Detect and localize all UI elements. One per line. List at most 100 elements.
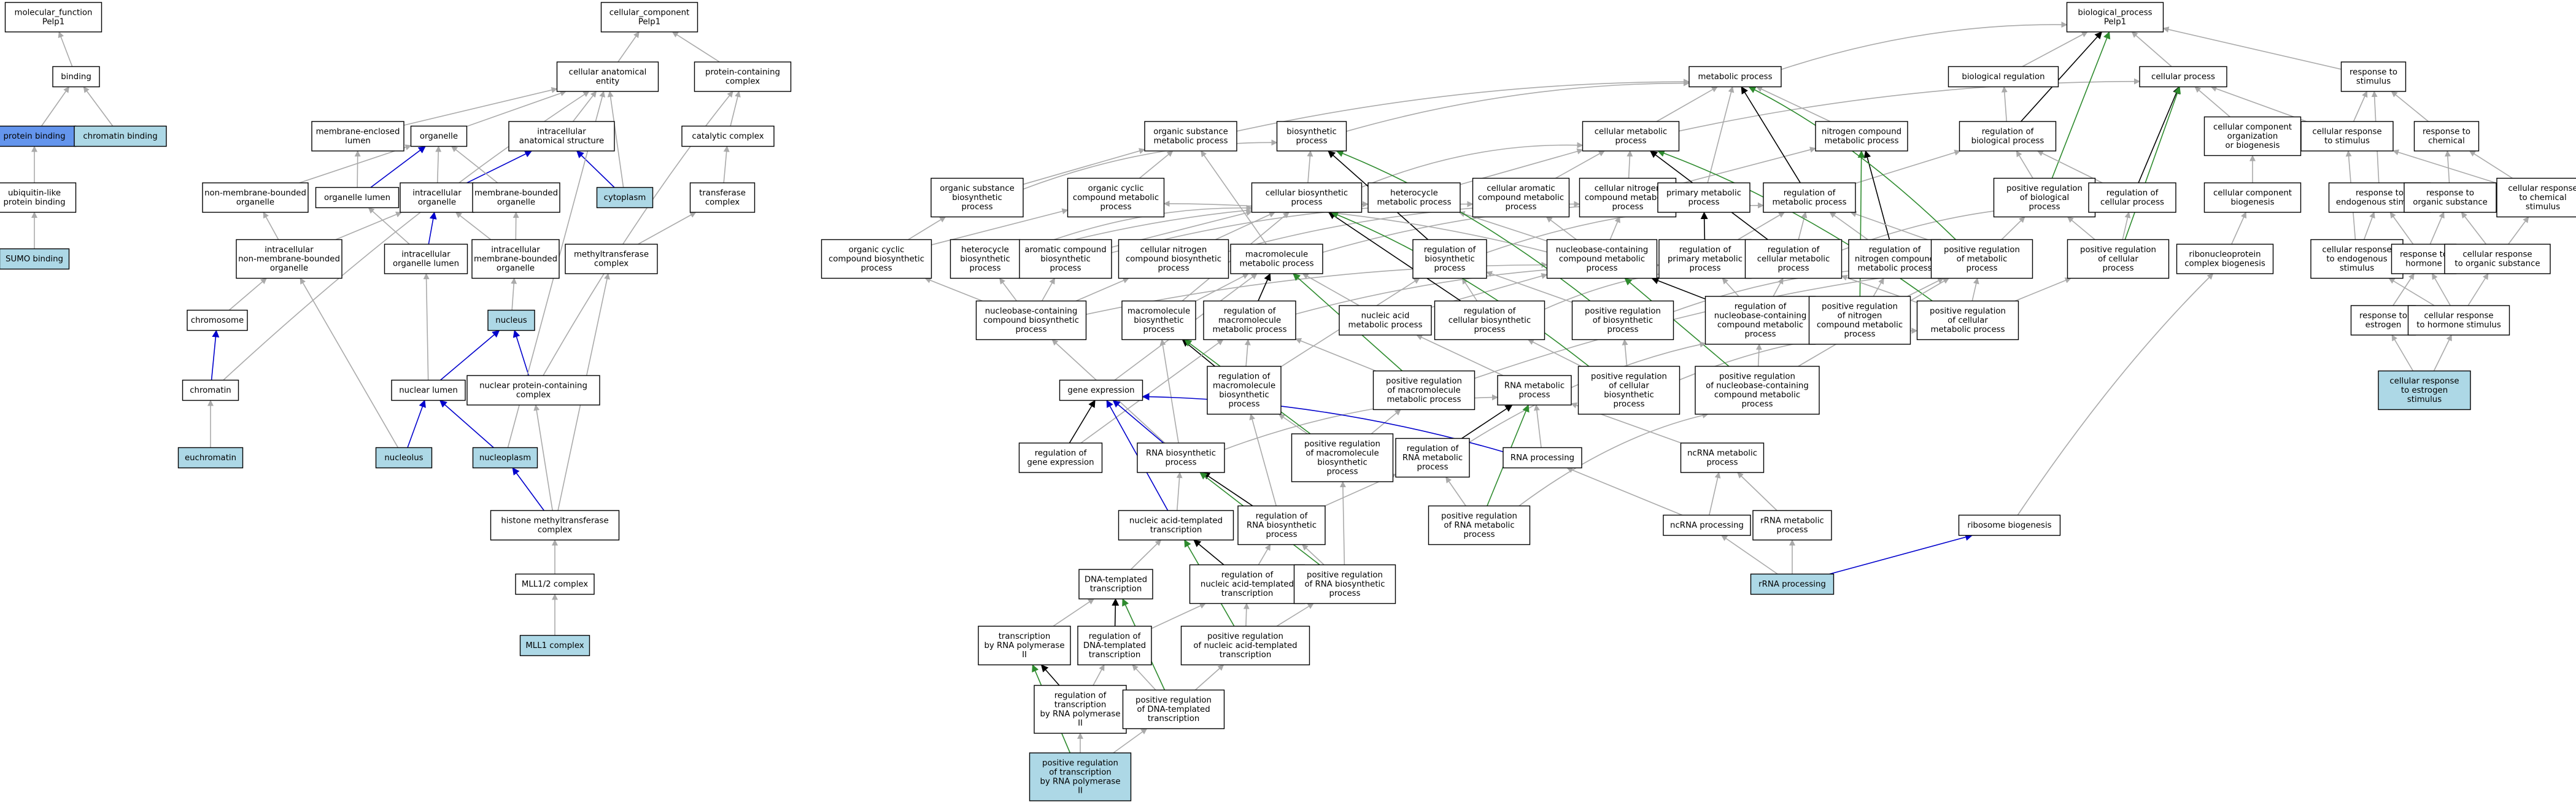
go-term-node-sumobind[interactable]: SUMO binding <box>0 248 70 270</box>
go-term-node-mll12[interactable]: MLL1/2 complex <box>515 573 595 595</box>
go-term-node-nucleoplasm[interactable]: nucleoplasm <box>472 447 538 469</box>
go-term-node-bioreg[interactable]: biological regulation <box>1947 66 2059 88</box>
go-term-node-nuclumen[interactable]: nuclear lumen <box>391 379 466 401</box>
go-term-node-orglumen[interactable]: organelle lumen <box>315 187 400 209</box>
go-term-node-ribobio[interactable]: ribosome biogenesis <box>1958 514 2061 536</box>
go-term-node-ncrnaproc[interactable]: ncRNA processing <box>1663 514 1751 536</box>
go-term-node-rnaproc[interactable]: RNA processing <box>1503 447 1582 469</box>
go-term-node-metproc[interactable]: metabolic process <box>1688 66 1782 88</box>
go-term-node-organelle[interactable]: organelle <box>410 125 468 147</box>
go-term-node-cytoplasm[interactable]: cytoplasm <box>596 187 654 209</box>
go-term-node-chromosome[interactable]: chromosome <box>187 309 248 331</box>
go-term-node-cellproc[interactable]: cellular process <box>2139 66 2227 88</box>
go-term-node-euchromatin[interactable]: euchromatin <box>177 447 244 469</box>
go-term-node-nucleus[interactable]: nucleus <box>487 309 535 331</box>
go-term-node-binding[interactable]: binding <box>52 66 100 88</box>
go-term-node-rrnaproc[interactable]: rRNA processing <box>1750 573 1835 595</box>
go-term-node-catcomp[interactable]: catalytic complex <box>681 125 775 147</box>
go-term-node-chromatin[interactable]: chromatin <box>182 379 239 401</box>
go-term-node-regnbcmp[interactable]: regulation ofnucleobase-containingcompou… <box>1704 296 1816 345</box>
go-term-node-inmbo[interactable]: intracellularnon-membrane-boundedorganel… <box>236 239 342 279</box>
go-term-node-chrombind[interactable]: chromatin binding <box>74 125 167 147</box>
